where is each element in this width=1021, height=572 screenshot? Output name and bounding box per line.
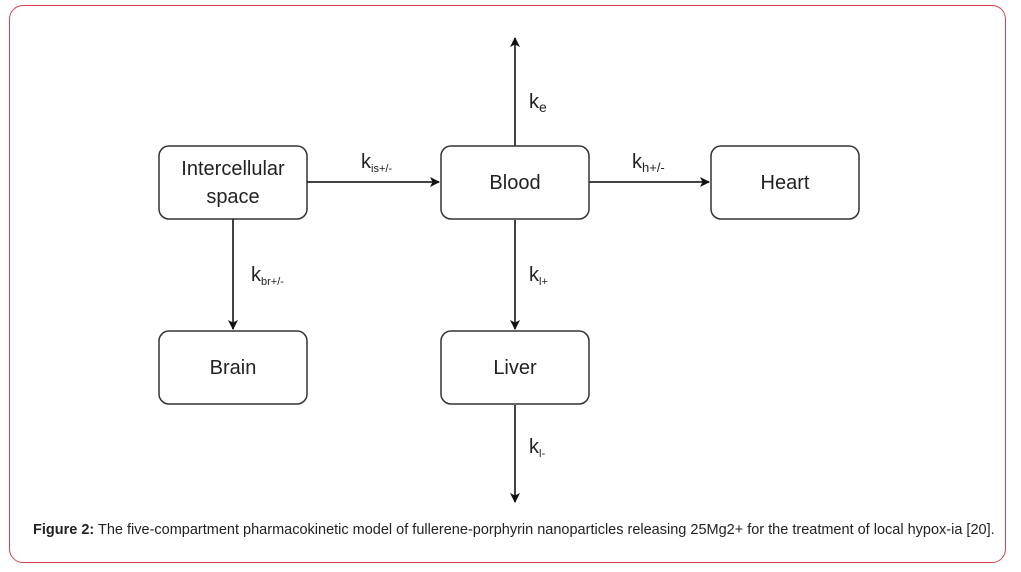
node-blood-label: Blood — [489, 172, 540, 194]
node-intercellular-label-2: space — [206, 186, 259, 208]
node-brain-label: Brain — [210, 357, 257, 379]
rate-kis-label: kis+/- — [361, 151, 392, 175]
rate-kl-minus-label: kl- — [529, 436, 545, 460]
node-blood: Blood — [440, 145, 590, 220]
figure-frame — [9, 5, 1006, 563]
rate-kl-plus-label: kl+ — [529, 264, 548, 288]
caption-text: The five-compartment pharmacokinetic mod… — [94, 522, 995, 538]
node-intercellular-label-1: Intercellular — [181, 158, 285, 180]
rate-kbr-label: kbr+/- — [251, 264, 284, 288]
node-heart: Heart — [710, 145, 860, 220]
rate-ke-label: ke — [529, 91, 547, 115]
node-liver: Liver — [440, 330, 590, 405]
node-heart-label: Heart — [761, 172, 810, 194]
rate-kh-label: kh+/- — [632, 151, 665, 175]
node-brain: Brain — [158, 330, 308, 405]
caption-label: Figure 2: — [33, 522, 95, 538]
node-intercellular-space: Intercellular space — [158, 145, 308, 220]
figure-caption: Figure 2: The five-compartment pharmacok… — [33, 521, 1008, 539]
node-liver-label: Liver — [493, 357, 537, 379]
